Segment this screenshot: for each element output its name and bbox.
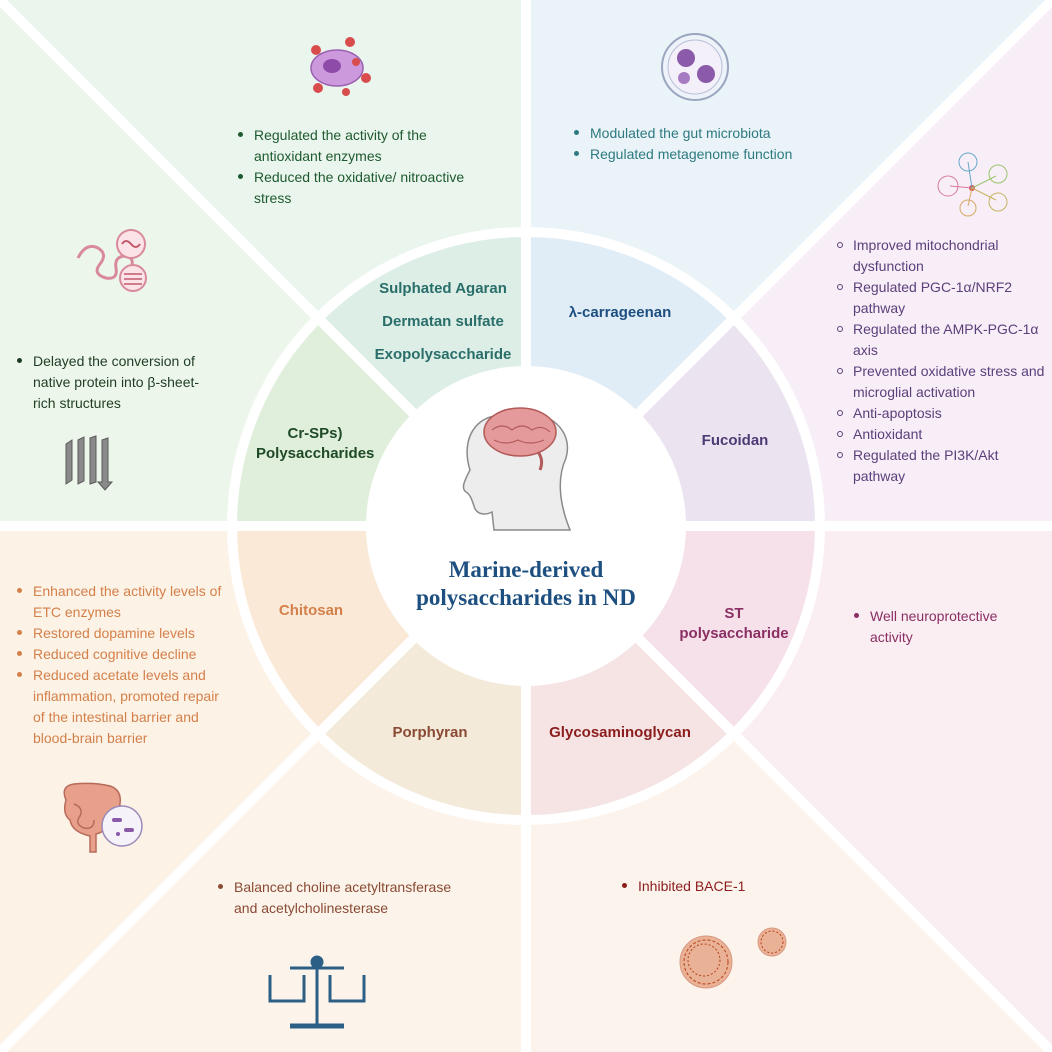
petri-dish-icon: [661, 33, 729, 101]
label-chitosan: Chitosan: [278, 602, 344, 619]
point-item: Regulated the AMPK-PGC-1α axis: [835, 319, 1047, 361]
point-item: Balanced choline acetyltransferase and a…: [216, 877, 478, 919]
point-item: Antioxidant: [835, 424, 1047, 445]
point-item: Regulated the activity of the antioxidan…: [236, 125, 486, 167]
beta-sheet-icon: [65, 435, 114, 491]
point-item: Reduced acetate levels and inflammation,…: [15, 665, 225, 749]
point-item: Reduced the oxidative/ nitroactive stres…: [236, 167, 486, 209]
label-st: ST: [724, 605, 744, 622]
protein-fibril-icon: [76, 229, 147, 292]
point-item: Regulated the PI3K/Akt pathway: [835, 445, 1047, 487]
intestine-microbe-icon: [63, 782, 143, 853]
points-chitosan: Enhanced the activity levels of ETC enzy…: [15, 581, 225, 749]
point-item: Regulated metagenome function: [572, 144, 832, 165]
point-item: Enhanced the activity levels of ETC enzy…: [15, 581, 225, 623]
point-item: Reduced cognitive decline: [15, 644, 225, 665]
point-item: Improved mitochondrial dysfunction: [835, 235, 1047, 277]
point-item: Regulated PGC-1α/NRF2 pathway: [835, 277, 1047, 319]
label-crsps: Cr-SPs): [287, 425, 343, 442]
label-lambda-carrageenan: λ-carrageenan: [568, 304, 672, 321]
label-exopolysaccharide: Exopolysaccharide: [374, 346, 512, 363]
point-item: Anti-apoptosis: [835, 403, 1047, 424]
label-sulphated-agaran: Sulphated Agaran: [379, 280, 507, 297]
stressed-cell-icon: [310, 37, 371, 96]
center-title-line1: Marine-derived: [448, 557, 604, 582]
brain-head-icon: [462, 407, 572, 531]
label-glycosaminoglycan: Glycosaminoglycan: [549, 724, 691, 741]
label-st-polysaccharide: polysaccharide: [679, 625, 789, 642]
label-polysaccharides: Polysaccharides: [256, 445, 375, 462]
point-item: Delayed the conversion of native protein…: [15, 351, 215, 414]
point-item: Inhibited BACE-1: [620, 876, 820, 897]
center-title: Marine-derived polysaccharides in ND: [400, 556, 652, 612]
points-fucoidan: Improved mitochondrial dysfunction Regul…: [835, 235, 1047, 487]
point-item: Well neuroprotective activity: [852, 606, 1022, 648]
points-porphyran: Balanced choline acetyltransferase and a…: [216, 877, 478, 919]
points-st: Well neuroprotective activity: [852, 606, 1022, 648]
molecular-network-icon: [937, 152, 1008, 217]
points-glyco: Inhibited BACE-1: [620, 876, 820, 897]
center-title-line2: polysaccharides in ND: [416, 585, 636, 610]
points-crsps: Delayed the conversion of native protein…: [15, 351, 215, 414]
points-antioxidant: Regulated the activity of the antioxidan…: [236, 125, 486, 209]
amyloid-plaque-icon: [679, 927, 787, 989]
point-item: Modulated the gut microbiota: [572, 123, 832, 144]
point-item: Prevented oxidative stress and microglia…: [835, 361, 1047, 403]
point-item: Restored dopamine levels: [15, 623, 225, 644]
balance-scale-icon: [268, 955, 366, 1029]
label-dermatan-sulfate: Dermatan sulfate: [382, 313, 504, 330]
label-porphyran: Porphyran: [392, 724, 468, 741]
label-fucoidan: Fucoidan: [701, 432, 769, 449]
points-carrageenan: Modulated the gut microbiota Regulated m…: [572, 123, 832, 165]
